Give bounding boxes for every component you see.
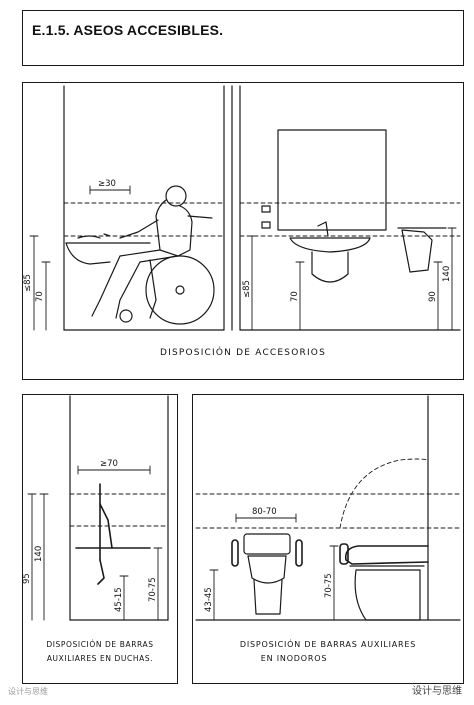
shower-caption-line1: DISPOSICIÓN DE BARRAS [46, 640, 154, 649]
dim-reach: ≥30 [98, 179, 116, 189]
toilet-guide-lines [195, 458, 461, 529]
dim-toilet-bar-height: 70-75 [324, 573, 334, 598]
watermark-right: 设计与思维 [412, 686, 462, 697]
left-room-guide-lines [63, 202, 225, 237]
toilet-front-view [243, 533, 291, 615]
dim-shower-bar-range: 70-75 [148, 577, 158, 602]
dim-counter-total: ≤85 [23, 274, 33, 292]
shower-panel-frame [22, 394, 178, 684]
toilet-caption-line2: EN INODOROS [260, 654, 328, 663]
watermark-left: 设计与思维 [8, 687, 48, 696]
dim-shower-total: 95 [22, 573, 32, 584]
dim-basin-knee: 70 [290, 291, 300, 302]
towel-rail-and-towel [397, 227, 447, 273]
right-room-guide-lines [239, 202, 461, 237]
switch-upper [261, 205, 271, 213]
top-dimension-lines [29, 185, 457, 331]
dim-shower-low-bar: 45-15 [114, 587, 124, 612]
toilet-side-grab-bar [339, 543, 429, 565]
dim-basin-total: ≤85 [242, 280, 252, 298]
top-panel-caption: DISPOSICIÓN DE ACCESORIOS [159, 348, 327, 358]
shower-walls [69, 395, 169, 621]
dim-shower-width: ≥70 [100, 459, 118, 469]
toilet-side-view [349, 565, 425, 621]
toilet-front-grab-bars [231, 539, 303, 567]
shower-caption-line2: AUXILIARES EN DUCHAS. [46, 654, 154, 663]
dim-toilet-seat: 43-45 [204, 587, 214, 612]
top-panel-frame [22, 82, 464, 380]
left-room-walls [63, 85, 233, 331]
wheelchair-user-figure [91, 185, 215, 325]
dim-toilet-bar-gap: 80-70 [252, 507, 277, 517]
dim-towel-top: 140 [442, 266, 452, 282]
dim-shower-140: 140 [34, 546, 44, 562]
wash-basin [289, 221, 371, 283]
dim-counter-knee: 70 [35, 291, 45, 302]
shower-guide-lines [69, 493, 169, 527]
right-room-walls [239, 85, 461, 331]
toilet-panel-frame [192, 394, 464, 684]
shower-grab-bars [75, 483, 151, 585]
dim-towel-low: 90 [428, 291, 438, 302]
toilet-dimension-lines [209, 513, 339, 621]
page-title: E.1.5. ASEOS ACCESIBLES. [32, 22, 224, 38]
mirror [277, 129, 387, 231]
shower-dimension-lines [27, 465, 163, 621]
counter-with-basin [65, 233, 151, 265]
title-frame [22, 10, 464, 66]
toilet-caption-line1: DISPOSICIÓN DE BARRAS AUXILIARES [239, 640, 417, 649]
switch-lower [261, 221, 271, 229]
